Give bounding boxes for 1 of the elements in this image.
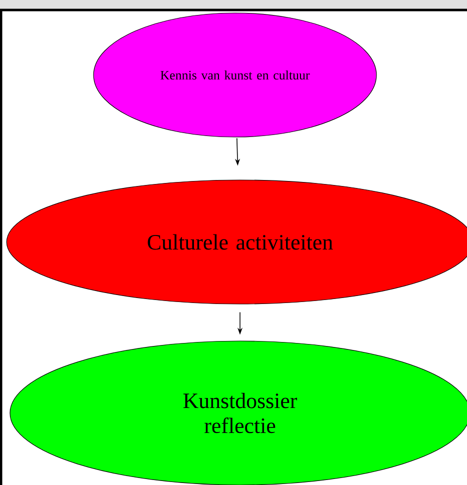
ellipse-node: Kennis van kunst en cultuur [93,12,377,138]
